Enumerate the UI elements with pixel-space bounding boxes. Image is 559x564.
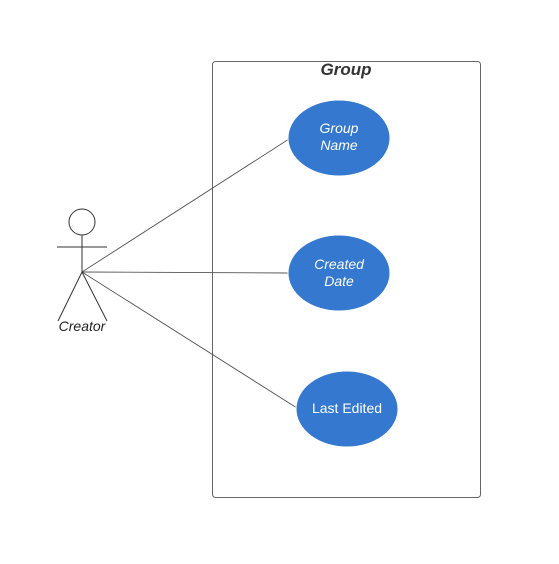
use-case-label: Created: [314, 256, 365, 272]
use-case-ellipse: [295, 370, 399, 448]
use-case-created-date: Created Date: [287, 234, 391, 312]
actor-right-leg: [81, 271, 108, 322]
boundary-title: Group: [321, 60, 372, 79]
system-boundary: [212, 61, 481, 498]
use-case-label: Name: [320, 137, 358, 153]
use-case-last-edited: Last Edited: [295, 370, 399, 448]
use-case-ellipse: [287, 99, 391, 177]
use-case-label: Group: [320, 120, 359, 136]
association-line-created-date: [81, 271, 290, 274]
actor-head: [68, 208, 96, 236]
actor-creator: Creator: [57, 208, 108, 334]
use-case-group-name: Group Name: [287, 99, 391, 177]
use-case-ellipse: [287, 234, 391, 312]
association-line-group-name: [81, 138, 290, 273]
use-case-label: Last Edited: [312, 400, 382, 416]
actor-left-leg: [57, 271, 83, 322]
use-case-label: Date: [324, 273, 354, 289]
association-line-last-edited: [81, 271, 298, 409]
actor-label: Creator: [59, 318, 107, 334]
